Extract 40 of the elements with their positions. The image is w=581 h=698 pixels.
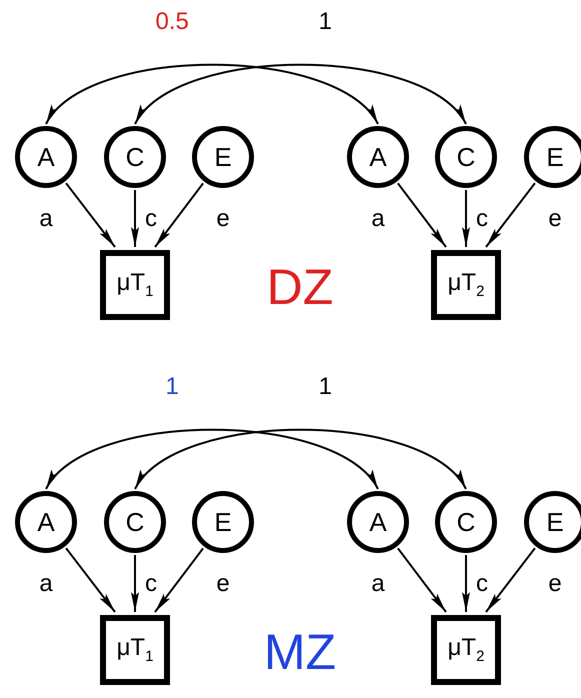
arrow [45,64,379,125]
node-label: μT$_{1}$ [116,271,154,299]
arrow [154,182,204,248]
arrow [462,190,470,247]
node-label: C [126,144,144,170]
arrow [65,548,116,613]
arrow [397,548,447,613]
arrow [397,182,447,248]
arrow [131,555,139,612]
observed-variable-box [100,250,170,320]
node-label: A [37,144,55,170]
node-label: A [37,509,55,535]
arrow [485,548,536,613]
observed-variable-box [100,615,170,685]
node-label: E [214,509,232,535]
node-label: μT$_{1}$ [116,636,154,664]
node-label: A [369,144,387,170]
node-label: E [546,509,564,535]
node-label: μT$_{2}$ [448,636,484,664]
arrow [65,182,116,248]
node-label: C [126,509,144,535]
group-label: DZ [266,262,334,312]
observed-variable-box [431,615,501,685]
node-label: E [546,144,564,170]
arrow [462,555,470,612]
arrow [134,428,467,490]
latent-variable-circle [524,126,581,188]
arrow [154,548,204,613]
node-label: C [456,144,476,170]
group-label: MZ [264,627,336,677]
arrow [45,428,379,490]
arrow [131,190,139,247]
latent-variable-circle [524,491,581,553]
node-label: C [456,509,476,535]
arrow [134,64,467,125]
observed-variable-box [431,250,501,320]
node-label: μT$_{2}$ [448,271,484,299]
arrow [485,182,536,248]
node-label: E [214,144,232,170]
node-label: A [369,509,387,535]
